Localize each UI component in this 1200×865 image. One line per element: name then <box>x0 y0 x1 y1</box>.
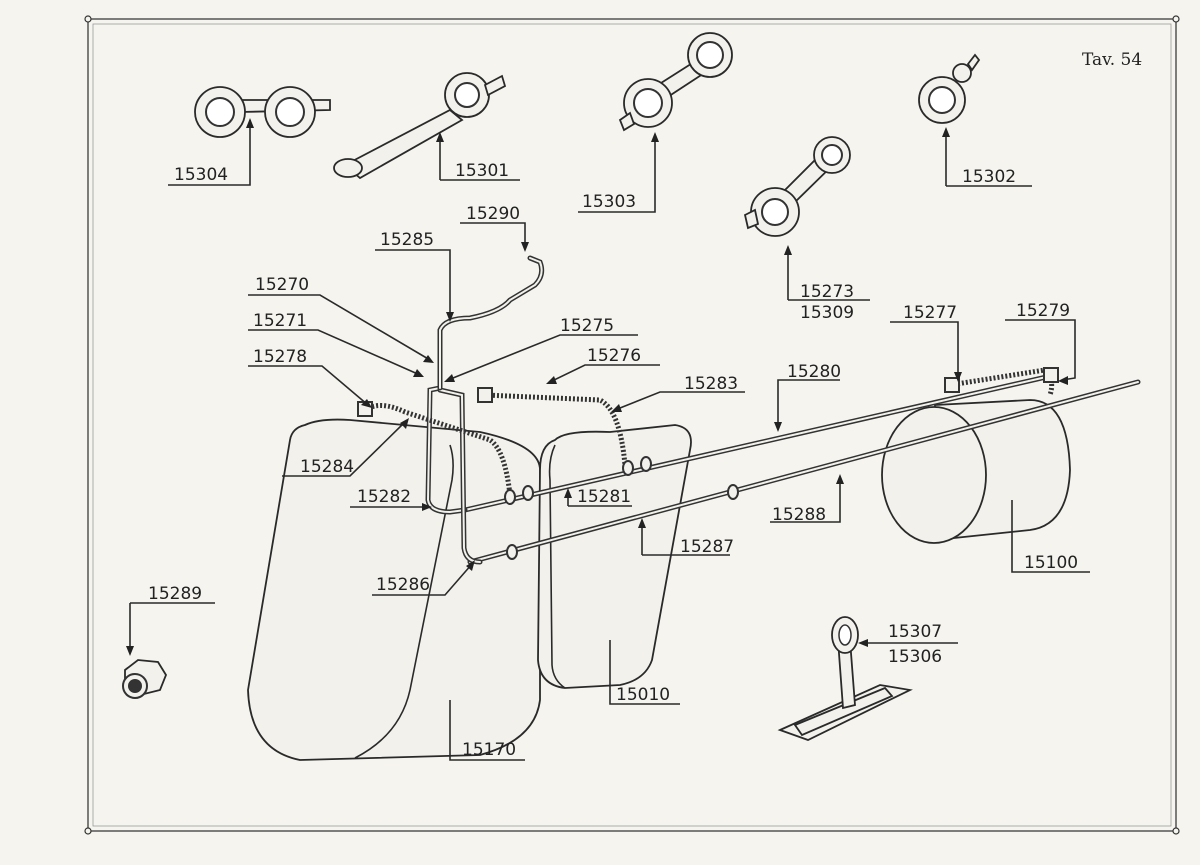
callout-15284 <box>282 418 409 477</box>
callout-15278 <box>248 365 372 408</box>
label-15100: 15100 <box>1024 553 1078 573</box>
callout-15289 <box>126 602 215 656</box>
label-15288: 15288 <box>772 505 826 525</box>
label-15285: 15285 <box>380 230 434 250</box>
callout-15304 <box>168 118 254 186</box>
clamp-15273-drawing <box>743 136 851 237</box>
label-15277: 15277 <box>903 303 957 323</box>
label-15282: 15282 <box>357 487 411 507</box>
callout-15282 <box>350 503 432 511</box>
label-15280: 15280 <box>787 362 841 382</box>
callout-15010 <box>609 640 680 705</box>
tank-15170 <box>247 418 541 761</box>
label-15279: 15279 <box>1016 301 1070 321</box>
clamp-15301-drawing <box>333 72 507 180</box>
callout-15290 <box>460 222 529 252</box>
callout-15287 <box>638 518 730 556</box>
callout-15277 <box>890 321 962 382</box>
label-15289: 15289 <box>148 584 202 604</box>
label-15278: 15278 <box>253 347 307 367</box>
label-15290: 15290 <box>466 204 520 224</box>
callout-15170 <box>449 700 525 761</box>
callout-15279 <box>1005 319 1076 385</box>
callout-15307 <box>858 639 958 647</box>
label-15307: 15307 <box>888 622 942 642</box>
callout-15301 <box>436 132 520 181</box>
clamp-15303-drawing <box>618 32 733 132</box>
callout-15283 <box>611 391 745 412</box>
clamp-15304-drawing <box>194 86 331 138</box>
tank-15170-edge <box>354 444 454 759</box>
callout-15100 <box>1011 500 1090 573</box>
label-15283: 15283 <box>684 374 738 394</box>
tank-15100 <box>881 399 1071 544</box>
clamp-15302-drawing <box>918 53 981 124</box>
label-15309: 15309 <box>800 303 854 323</box>
label-15304: 15304 <box>174 165 228 185</box>
label-15271: 15271 <box>253 311 307 331</box>
callout-15302 <box>942 127 1032 187</box>
plate-title: Tav. 54 <box>1082 50 1142 70</box>
callout-15303 <box>578 132 659 213</box>
label-15276: 15276 <box>587 346 641 366</box>
label-15281: 15281 <box>577 487 631 507</box>
callout-15275 <box>444 334 638 382</box>
callout-15273 <box>784 245 870 301</box>
label-15273: 15273 <box>800 282 854 302</box>
label-15286: 15286 <box>376 575 430 595</box>
label-15284: 15284 <box>300 457 354 477</box>
plate-border <box>84 15 1180 835</box>
label-15303: 15303 <box>582 192 636 212</box>
bracket-15307-drawing <box>777 616 913 741</box>
label-15010: 15010 <box>616 685 670 705</box>
callout-15288 <box>770 474 844 523</box>
callout-15281 <box>564 488 632 507</box>
label-15302: 15302 <box>962 167 1016 187</box>
callout-15280 <box>774 379 840 432</box>
plug-15289-drawing <box>122 659 168 699</box>
label-15275: 15275 <box>560 316 614 336</box>
label-15287: 15287 <box>680 537 734 557</box>
callout-15271 <box>248 329 424 377</box>
label-15306: 15306 <box>888 647 942 667</box>
callout-15285 <box>375 249 454 322</box>
label-15170: 15170 <box>462 740 516 760</box>
callout-15286 <box>372 560 475 596</box>
label-15270: 15270 <box>255 275 309 295</box>
callout-15276 <box>546 364 660 384</box>
callout-15270 <box>248 294 434 363</box>
label-15301: 15301 <box>455 161 509 181</box>
tank-15010-edge <box>548 444 566 689</box>
tank-15010 <box>537 424 692 689</box>
